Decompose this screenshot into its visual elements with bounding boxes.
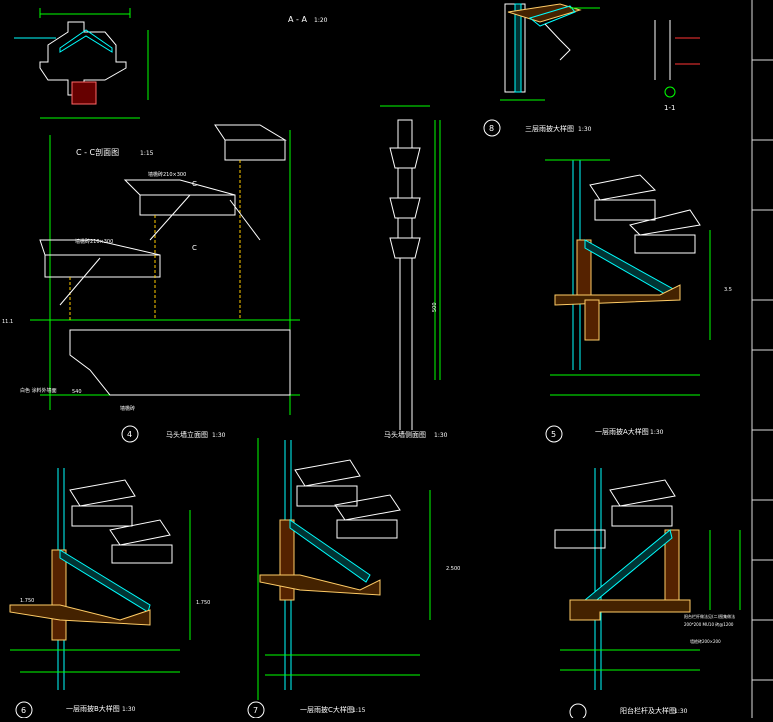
cc-section-scale: 1:15: [140, 150, 154, 157]
aa-section-scale: 1:20: [314, 17, 328, 24]
detail5-marker-number: 5: [551, 430, 556, 439]
mark-c-lower: C: [192, 244, 197, 252]
section-1-1-label: 1-1: [664, 104, 675, 112]
detail8-title: 三层雨披大样图: [525, 124, 574, 133]
horsewall-side-scale: 1:30: [434, 432, 448, 439]
detail6-title: 一层雨披B大样图: [66, 704, 120, 713]
detail6-scale: 1:30: [122, 706, 136, 713]
detail7-title: 一层雨披C大样图: [300, 705, 354, 714]
elevation-3-5: 3.5: [724, 287, 732, 293]
mark-c-upper: C: [192, 180, 197, 188]
detail9-note-brick: 200*200 MU10 砖@1200: [684, 621, 734, 627]
beam-label-lower: 墙檐砖210×300: [75, 238, 113, 245]
detail9-note-eave: 墙檐砖200×200: [690, 638, 721, 644]
detail8-scale: 1:30: [578, 126, 592, 133]
note-white-wall: 白色 涂料外墙面: [20, 387, 57, 394]
dim-540: 540: [72, 389, 82, 395]
title-block-border: [751, 0, 773, 718]
elevation-2500: 2.500: [446, 566, 460, 572]
detail7-marker-number: 7: [253, 706, 258, 715]
horsewall-elevation-drawing: [30, 124, 300, 415]
detail4-marker: [121, 425, 139, 443]
horsewall-side-title: 马头墙侧面图: [384, 430, 426, 439]
detail9-scale: 1:30: [674, 708, 688, 715]
detail5-scale: 1:30: [650, 429, 664, 436]
aa-section-title: A - A: [288, 15, 307, 24]
elevation-1750-right: 1.750: [196, 600, 210, 606]
detail9-note-railing: 阳台栏杆做法见(二)图集做法: [684, 613, 735, 619]
detail4-scale: 1:30: [212, 432, 226, 439]
note-eave-brick: 墙檐砖: [120, 405, 135, 412]
cc-section-drawing: [14, 8, 149, 119]
detail9-drawing: [554, 468, 741, 690]
elevation-1750-left: 1.750: [20, 598, 34, 604]
detail8-marker-number: 8: [489, 124, 494, 133]
detail5-title: 一层雨披A大样图: [595, 427, 649, 436]
detail7-drawing: [257, 438, 431, 700]
detail4-title: 马头墙立面图: [166, 430, 208, 439]
beam-label-upper: 墙檐砖210×300: [148, 171, 186, 178]
detail9-marker: [569, 703, 587, 721]
detail8-marker: [483, 119, 501, 137]
detail4-marker-number: 4: [127, 430, 132, 439]
detail5-drawing: [545, 159, 711, 396]
elevation-11-1: 11.1: [2, 319, 13, 325]
detail6-drawing: [9, 468, 191, 690]
detail6-marker-number: 6: [21, 706, 26, 715]
horsewall-side-drawing: [380, 105, 441, 430]
detail8-drawing: [500, 3, 700, 101]
detail9-title: 阳台栏杆及大样图: [620, 706, 676, 715]
detail5-marker: [545, 425, 563, 443]
cc-section-title: C - C剖面图: [76, 147, 119, 157]
dim-500: 500: [432, 302, 438, 312]
detail7-scale: 1:15: [352, 707, 366, 714]
